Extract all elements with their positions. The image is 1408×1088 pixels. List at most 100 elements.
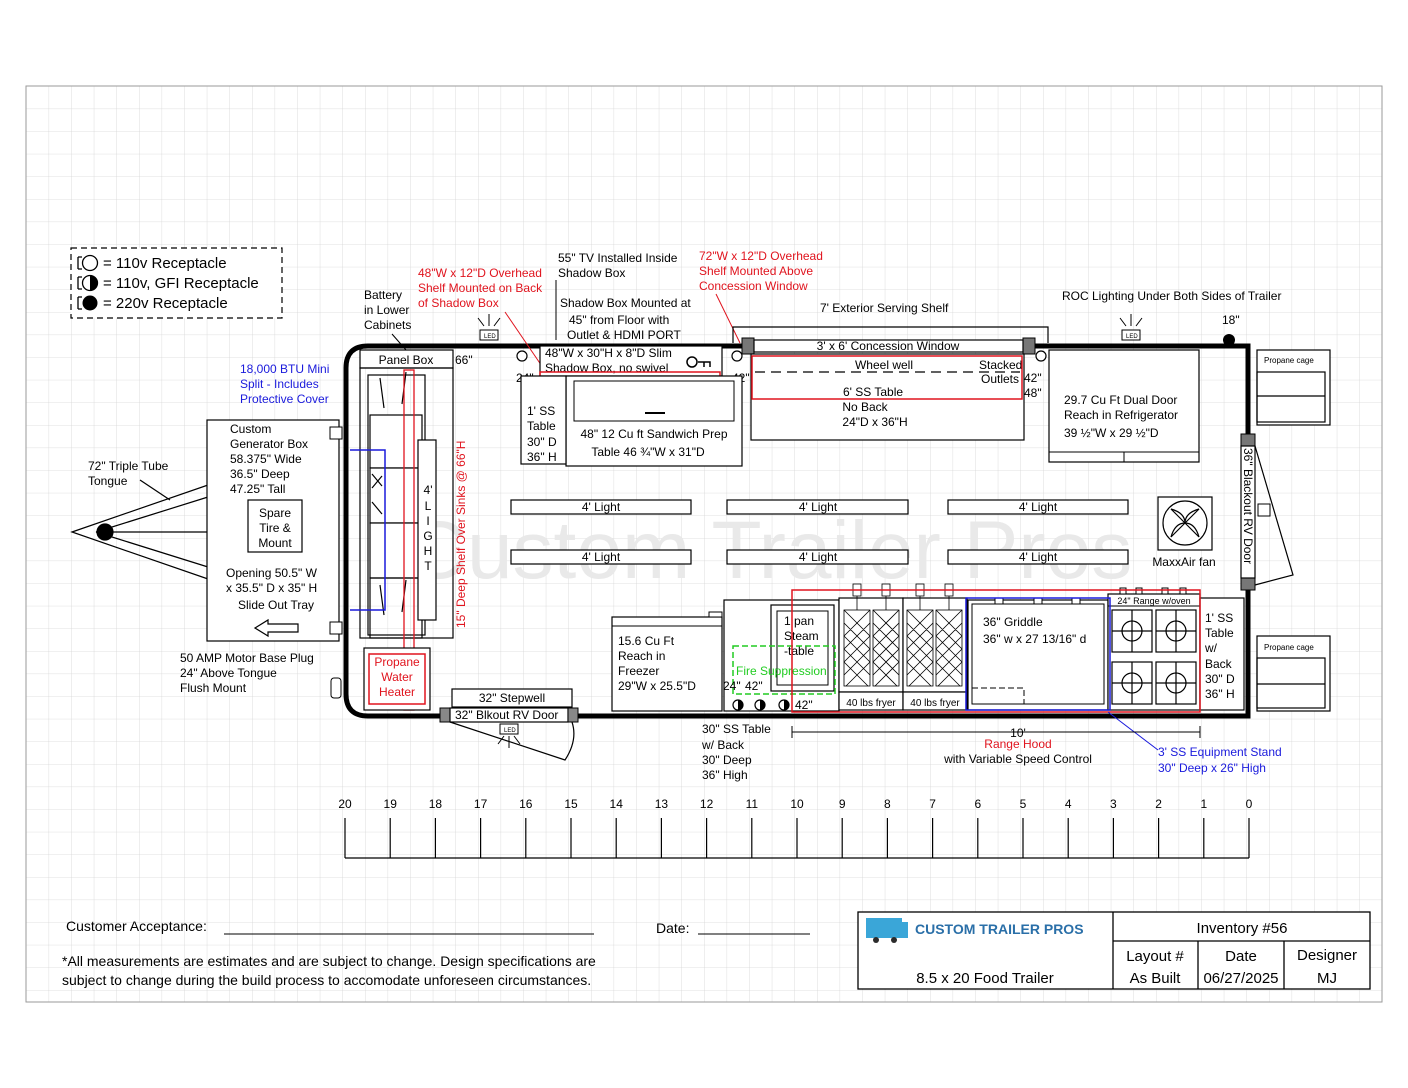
scale-label: 13 <box>655 797 669 811</box>
fire-suppression <box>732 645 836 695</box>
door-hinge <box>567 707 579 723</box>
layout-label: Layout # <box>1126 948 1184 965</box>
freezer <box>611 616 723 712</box>
tv-icon <box>686 356 711 368</box>
layout-value: As Built <box>1130 970 1182 987</box>
range-hood-sublabel: with Variable Speed Control <box>943 752 1092 766</box>
shadow-box <box>539 345 723 377</box>
freezer-handle <box>708 611 723 618</box>
ceiling-lights <box>510 499 1129 565</box>
equipment-stand-leader <box>1107 711 1159 751</box>
burner-icon <box>1111 609 1197 705</box>
scale-label: 15 <box>564 797 578 811</box>
exterior-shelf-label: 7' Exterior Serving Shelf <box>820 301 949 315</box>
height-42: 42" <box>745 679 763 693</box>
led-text: LED <box>1126 334 1138 340</box>
concession-window-label: 3' x 6' Concession Window <box>817 339 960 353</box>
battery-leader <box>391 333 407 351</box>
door-hinge <box>1240 577 1256 591</box>
door-hinge <box>439 707 451 723</box>
door-hinge <box>1240 433 1256 447</box>
height-42: 42" <box>1024 371 1042 385</box>
led-text: LED <box>484 334 496 340</box>
trailer-size: 8.5 x 20 Food Trailer <box>916 970 1054 987</box>
height-42: 42" <box>795 698 813 712</box>
scale-label: 1 <box>1200 797 1207 811</box>
height-24: 24" <box>723 679 741 693</box>
door-swing <box>1254 445 1294 586</box>
receptacle-110-gfi-icon <box>77 274 99 292</box>
refrigerator <box>1048 349 1200 463</box>
scale-label: 12 <box>700 797 714 811</box>
range-hood-label: Range Hood <box>984 737 1051 751</box>
propane-cage-label: Propane cage <box>1264 356 1314 365</box>
fryer-label: 40 lbs fryer <box>846 698 896 709</box>
panel-box-label: Panel Box <box>379 353 434 367</box>
scale-label: 10 <box>790 797 804 811</box>
stepwell <box>451 688 573 708</box>
light-label: 4' Light <box>582 500 621 514</box>
scale-label: 9 <box>839 797 846 811</box>
scale-label: 8 <box>884 797 891 811</box>
propane-cage-label: Propane cage <box>1264 643 1314 652</box>
disclaimer-note: *All measurements are estimates and are … <box>62 953 596 988</box>
scale-label: 4 <box>1065 797 1072 811</box>
scale-label: 17 <box>474 797 488 811</box>
shelf72-leader <box>715 293 741 344</box>
scale-label: 18 <box>429 797 443 811</box>
date-value: 06/27/2025 <box>1203 970 1278 987</box>
scale-label: 6 <box>974 797 981 811</box>
propane-cage-top <box>1256 349 1331 426</box>
hood-length: 10' <box>1010 726 1026 740</box>
legend-220: = 220v Receptacle <box>103 295 228 312</box>
window-frame-right <box>1022 337 1036 355</box>
fan-icon <box>1162 500 1208 546</box>
led-text: LED <box>504 728 516 734</box>
scale-label: 11 <box>746 797 759 811</box>
light-label: 4' Light <box>799 550 838 564</box>
receptacle-110-gfi-icon <box>732 699 790 711</box>
designer-label: Designer <box>1297 947 1357 964</box>
light-label: 4' Light <box>799 500 838 514</box>
door-swing <box>449 721 575 761</box>
rv-door-36-label: 36" Blackout RV Door <box>1241 448 1255 564</box>
scale-label: 20 <box>338 797 352 811</box>
stepwell-label: 32" Stepwell <box>479 691 545 705</box>
receptacle-220-icon <box>1223 334 1235 346</box>
scale-label: 16 <box>519 797 533 811</box>
ss-table-1ft <box>520 375 567 465</box>
front-cabinet <box>359 349 454 639</box>
legend-110: = 110v Receptacle <box>103 255 227 272</box>
inventory-number: Inventory #56 <box>1197 920 1288 937</box>
date-label: Date: <box>656 920 689 936</box>
maxxair-label: MaxxAir fan <box>1152 555 1215 569</box>
fryer-label: 40 lbs fryer <box>910 698 960 709</box>
scale-label: 2 <box>1155 797 1162 811</box>
scale-label: 19 <box>384 797 398 811</box>
water-heater <box>363 647 431 711</box>
hood-dimension <box>791 726 1201 738</box>
customer-acceptance-label: Customer Acceptance: <box>66 918 207 934</box>
scale-label: 0 <box>1246 797 1253 811</box>
propane-cage-bottom <box>1256 635 1331 712</box>
company-name: CUSTOM TRAILER PROS <box>915 921 1084 937</box>
steam-table <box>770 604 835 692</box>
height-66: 66" <box>455 353 473 367</box>
date-header: Date <box>1225 948 1257 965</box>
